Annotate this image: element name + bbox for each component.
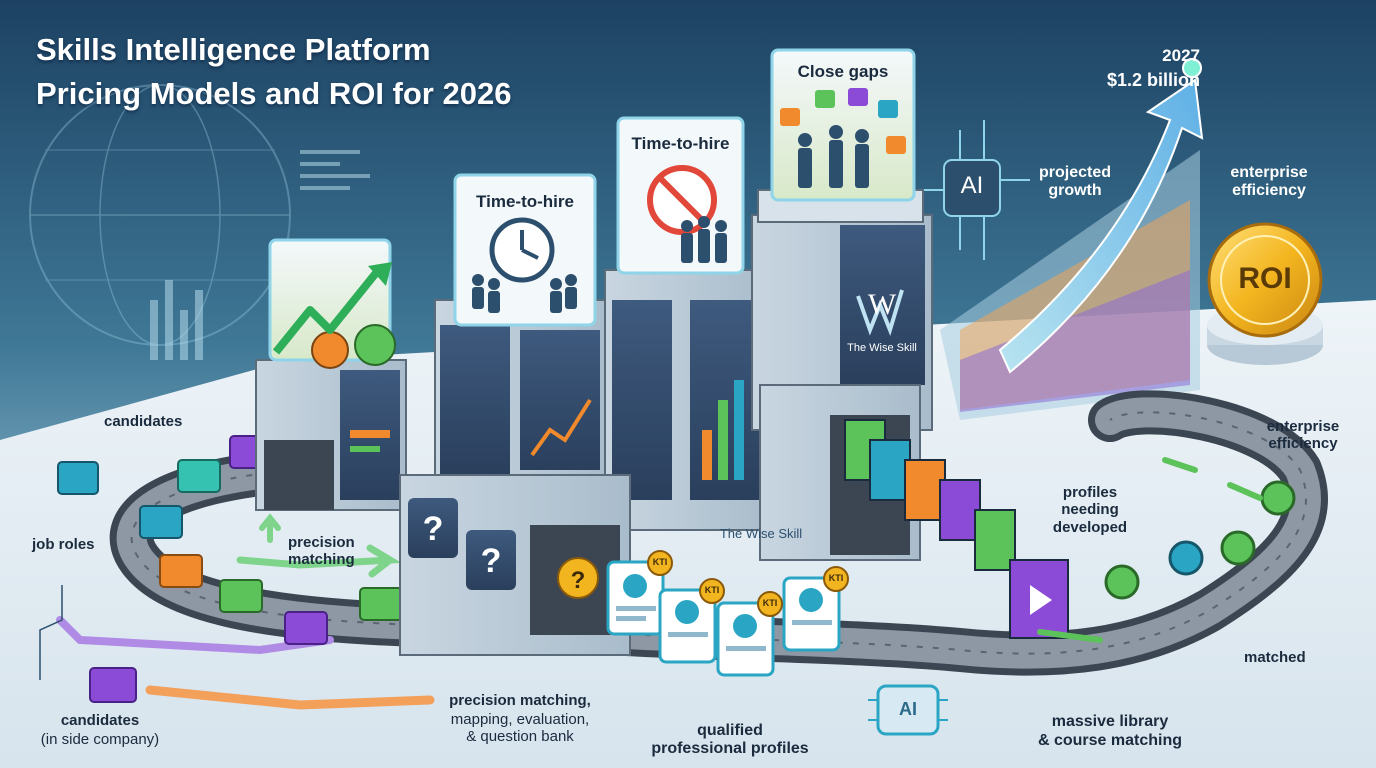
tower-time-to-hire <box>434 173 611 491</box>
panel-title-time-to-hire-2: Time-to-hire <box>631 134 730 153</box>
logo-letter: W <box>867 288 897 321</box>
ai-circuit <box>914 120 1030 260</box>
label-precision-long-1: precision matching, <box>449 692 591 709</box>
gear-icon <box>848 88 868 106</box>
panel-title-close-gaps: Close gaps <box>797 62 889 81</box>
kti-badge-text: KTI <box>704 585 720 595</box>
projected-growth-label: projected growth <box>1038 164 1111 200</box>
kti-badge-text: KTI <box>828 573 844 583</box>
people-icon <box>681 216 727 263</box>
question-machine: ? ? ? <box>399 474 631 656</box>
people-icon <box>472 274 577 313</box>
label-course-matching: & course matching <box>1037 732 1183 749</box>
panel-title-time-to-hire-1: Time-to-hire <box>476 192 574 211</box>
svg-text:?: ? <box>481 542 502 580</box>
flow-arrow-green <box>236 544 402 578</box>
flow-arrow-green <box>1037 629 1103 643</box>
growth-peak-dot <box>1182 58 1202 78</box>
tower-no-time <box>604 116 771 531</box>
roi-text: ROI <box>1238 262 1292 295</box>
kti-badge <box>647 550 849 617</box>
brand-name-tower: The Wise Skill <box>847 342 917 354</box>
connector-line <box>39 585 63 680</box>
page-title: Skills Intelligence Platform <box>36 32 431 67</box>
puzzle-icon <box>57 435 403 703</box>
label-matched: matched <box>1244 649 1306 666</box>
question-icon <box>557 557 599 599</box>
growth-arrow-icon <box>998 78 1204 374</box>
flow-arrow-small <box>259 513 281 543</box>
chip-ai-text: AI <box>899 699 917 719</box>
svg-text:?: ? <box>571 567 586 594</box>
svg-text:?: ? <box>423 510 444 548</box>
label-qualified: qualified <box>697 722 763 739</box>
tower-money <box>255 238 407 511</box>
roi-coin-icon <box>1207 222 1323 365</box>
logo-mark <box>856 289 904 337</box>
label-candidates-inside-sub: (in side company) <box>40 731 160 748</box>
wrench-icon <box>815 90 835 108</box>
award-badge-icon <box>1104 480 1296 600</box>
label-professional-profiles: professional profiles <box>651 740 809 757</box>
label-enterprise-efficiency: enterprise efficiency <box>1266 418 1340 453</box>
label-massive-library: massive library <box>1051 713 1169 730</box>
video-card-icon <box>844 419 1069 639</box>
profile-card-icon <box>606 560 841 677</box>
growth-chart <box>940 58 1204 420</box>
brand-name-front: The Wise Skill <box>719 526 803 541</box>
conveyor-belt <box>109 390 1328 676</box>
globe-icon <box>29 84 291 346</box>
growth-year: 2027 <box>1162 46 1200 65</box>
label-profiles-needing: profiles needing developed <box>1052 484 1128 536</box>
enterprise-efficiency-top-label: enterprise efficiency <box>1230 164 1308 200</box>
flow-arrow-orange <box>145 685 435 710</box>
money-bag-icon <box>354 324 396 366</box>
flow-arrow-green <box>1227 482 1263 501</box>
gear-icon <box>886 136 906 154</box>
label-precision-matching: precision matching <box>288 534 355 569</box>
ai-text: AI <box>960 172 984 199</box>
page-subtitle: Pricing Models and ROI for 2026 <box>36 76 512 111</box>
label-precision-long-3: & question bank <box>466 728 574 745</box>
label-candidates-inside: candidates <box>60 712 140 729</box>
kti-badge-text: KTI <box>652 557 668 567</box>
tower-close-gaps <box>751 48 933 431</box>
label-precision-long-2: mapping, evaluation, <box>450 711 590 728</box>
people-icon <box>798 125 869 188</box>
speech-icon <box>780 108 800 126</box>
label-job-roles: job roles <box>32 536 95 553</box>
growth-amount: $1.2 billion <box>1106 70 1200 90</box>
money-bag-icon <box>311 331 349 369</box>
kti-badge-text: KTI <box>762 598 778 608</box>
puzzle-icon <box>878 100 898 118</box>
flow-arrow-green <box>1162 457 1198 473</box>
label-candidates: candidates <box>104 413 183 430</box>
ai-chip-icon <box>868 684 948 736</box>
data-bars-decoration <box>150 150 370 360</box>
